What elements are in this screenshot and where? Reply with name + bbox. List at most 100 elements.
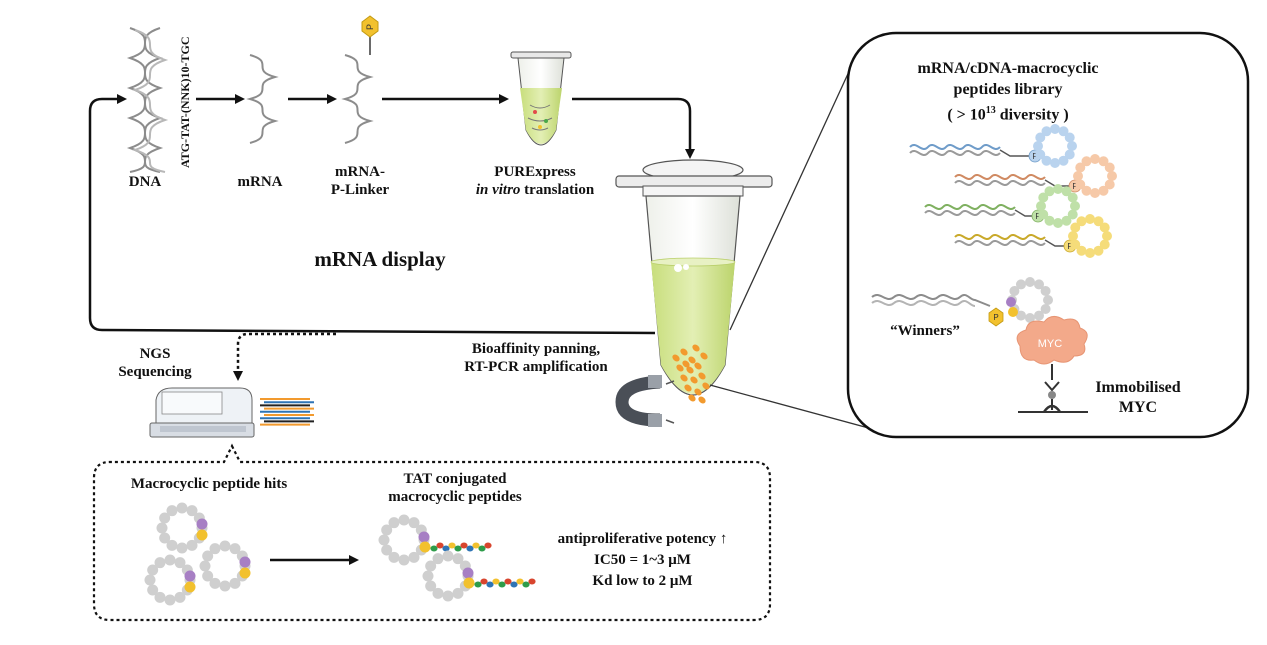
- bead: [147, 584, 159, 596]
- gold-residue: [184, 581, 196, 593]
- panning-line1: Bioaffinity panning,: [471, 341, 601, 357]
- panning-label: Bioaffinity panning, RT-PCR amplificatio…: [446, 340, 626, 376]
- tat-residue: [504, 578, 512, 585]
- tat-residue: [516, 578, 524, 585]
- bead: [1053, 184, 1063, 194]
- bead: [442, 590, 454, 602]
- bead: [1034, 279, 1044, 290]
- result-line2: IC50 = 1~3 μM: [594, 552, 691, 568]
- purple-residue: [418, 531, 430, 543]
- bead: [452, 553, 464, 565]
- bead: [1033, 141, 1043, 151]
- mrna-strand-icon: [246, 54, 279, 144]
- bead: [422, 570, 434, 582]
- bead: [1068, 231, 1078, 241]
- bead: [452, 587, 464, 599]
- panning-line2: RT-PCR amplification: [464, 359, 608, 375]
- translation-rest: translation: [520, 182, 595, 198]
- bead: [176, 542, 188, 554]
- bead: [442, 550, 454, 562]
- hits-panel: [92, 443, 772, 622]
- bead: [1093, 245, 1104, 256]
- library-macrocycle: [1033, 124, 1077, 168]
- bead: [1070, 239, 1081, 250]
- diversity-exponent: 13: [985, 105, 996, 116]
- bead: [219, 580, 231, 592]
- bead: [1058, 155, 1069, 166]
- translation-label: in vitro translation: [455, 181, 615, 199]
- bead: [1025, 313, 1035, 323]
- tat-title: TAT conjugated macrocyclic peptides: [360, 470, 550, 506]
- ngs-line1: NGS: [139, 346, 171, 362]
- diversity-pre: ( > 10: [947, 106, 986, 124]
- library-macrocycle: [1068, 214, 1112, 258]
- tat-line2: macrocyclic peptides: [388, 489, 522, 505]
- purexpress-label-line1: PURExpress: [494, 164, 576, 180]
- tat-residue: [460, 542, 468, 549]
- library-macrocycle: [1036, 184, 1080, 228]
- linker-label: mRNA- P-Linker: [320, 163, 400, 199]
- purexpress-label: PURExpress in vitro translation: [455, 163, 615, 199]
- tat-residue: [448, 542, 456, 549]
- bead: [1050, 158, 1060, 168]
- bead: [1090, 188, 1100, 198]
- bead: [202, 570, 214, 582]
- bead: [209, 543, 221, 555]
- linker-label-line2: P-Linker: [330, 182, 390, 198]
- bead: [1061, 215, 1072, 226]
- bead: [186, 505, 198, 517]
- myc-cloud-label: MYC: [1038, 338, 1063, 350]
- bead: [1102, 231, 1112, 241]
- tat-residue: [492, 578, 500, 585]
- dna-double-helix-icon: [126, 27, 169, 173]
- bound-bead: [694, 388, 702, 396]
- bead: [1016, 279, 1026, 290]
- bead: [1099, 222, 1110, 233]
- bead: [1067, 141, 1077, 151]
- bead: [1085, 214, 1095, 224]
- bead: [229, 577, 241, 589]
- bead: [1040, 286, 1051, 296]
- library-title-line2: peptides library: [953, 81, 1063, 98]
- bead: [388, 517, 400, 529]
- bead: [174, 557, 186, 569]
- bead: [1107, 171, 1117, 181]
- bead: [1035, 149, 1046, 160]
- library-title-line3: ( > 1013 diversity ): [878, 100, 1138, 125]
- bound-bead: [700, 352, 708, 360]
- ngs-sequencer-icon: [149, 387, 255, 438]
- bead: [1064, 132, 1075, 143]
- bead: [388, 551, 400, 563]
- bead: [1041, 155, 1052, 166]
- bead: [1044, 186, 1055, 197]
- hits-title: Macrocyclic peptide hits: [130, 476, 288, 492]
- bead: [199, 560, 211, 572]
- tat-residue: [472, 542, 480, 549]
- svg-text:P: P: [1035, 212, 1040, 221]
- mrna-label: mRNA: [237, 174, 283, 190]
- bead: [164, 594, 176, 606]
- bead: [432, 587, 444, 599]
- svg-text:P: P: [993, 313, 998, 322]
- tat-residue: [442, 545, 450, 552]
- tat-line1: TAT conjugated: [403, 471, 507, 487]
- mrna-p-linker-icon: P: [341, 15, 379, 144]
- bead: [1016, 310, 1026, 321]
- bead: [1058, 126, 1069, 137]
- bead: [381, 524, 393, 536]
- bead: [1076, 245, 1087, 256]
- tat-residue: [474, 581, 482, 588]
- translation-italic: in vitro: [475, 182, 521, 198]
- winner-ring: [1007, 277, 1053, 323]
- bead: [164, 554, 176, 566]
- svg-text:P: P: [1032, 152, 1037, 161]
- winners-label: “Winners”: [890, 323, 960, 339]
- immobilised-line2: MYC: [1118, 399, 1158, 416]
- bead: [1075, 179, 1086, 190]
- bead: [1036, 201, 1046, 211]
- bound-bead: [688, 394, 696, 402]
- purple-residue: [184, 570, 196, 582]
- macrocyclic-hit-group: [144, 502, 251, 606]
- bead: [1090, 154, 1100, 164]
